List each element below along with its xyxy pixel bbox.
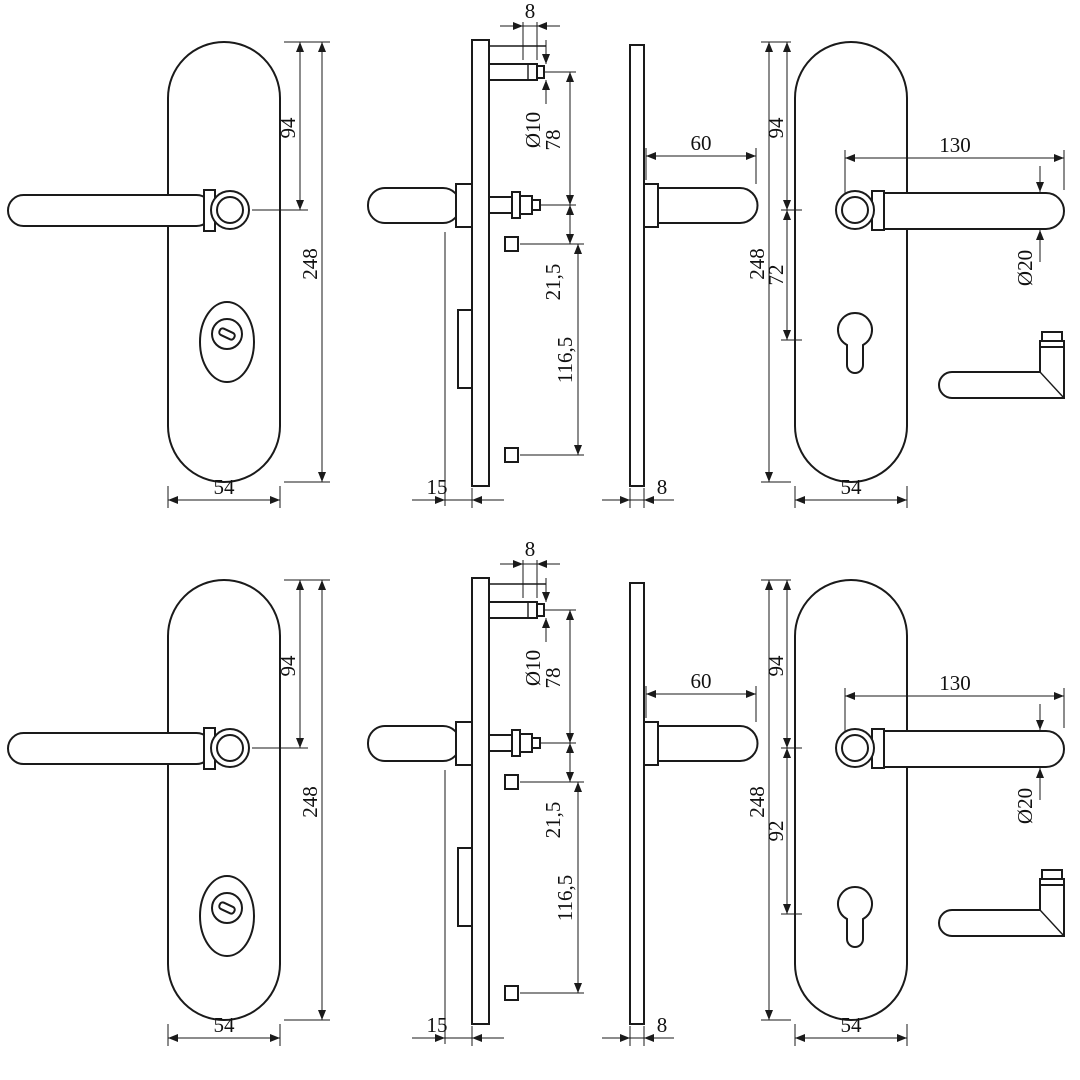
dim-interior-height: 248	[745, 248, 769, 280]
dim-side-plate-depth: 15	[427, 1013, 448, 1037]
dim-interior-top-to-handle: 94	[764, 655, 788, 677]
dim-exterior-width: 54	[214, 1013, 236, 1037]
dim-exterior-top-to-handle: 94	[276, 117, 300, 139]
dim-side-screw-span: 116,5	[553, 337, 577, 383]
row-bottom-linework	[8, 560, 1064, 1046]
dim-side-screw-to-handle: 78	[541, 668, 565, 689]
dim-interior-handle-to-cylinder: 72	[764, 265, 788, 286]
row-top-fitting-set: 94 248 54 8 Ø10 78 21,5 116,5 15 60 8 24…	[8, 0, 1064, 508]
exterior-cylinder-guard-slot	[218, 327, 236, 341]
exterior-cylinder-guard-slot	[218, 901, 236, 915]
dim-edge-plate-thickness: 8	[657, 475, 668, 499]
dim-side-top-gap: 8	[525, 0, 536, 23]
dim-side-handle-to-screw: 21,5	[541, 802, 565, 839]
dim-interior-handle-length: 130	[939, 133, 971, 157]
row-bottom-fitting-set: 94 248 54 8 Ø10 78 21,5 116,5 15 60 8 24…	[8, 537, 1064, 1046]
dim-side-screw-diameter: Ø10	[521, 112, 545, 148]
dim-interior-width: 54	[841, 475, 863, 499]
row-top-cylinder-features	[199, 210, 873, 383]
interior-euro-keyhole	[837, 312, 873, 374]
dim-exterior-width: 54	[214, 475, 236, 499]
dim-interior-width: 54	[841, 1013, 863, 1037]
dim-side-handle-to-screw: 21,5	[541, 264, 565, 301]
dim-interior-handle-diameter: Ø20	[1013, 788, 1037, 824]
row-top-linework	[8, 22, 1064, 508]
row-bottom-cylinder-features	[199, 748, 873, 957]
dim-edge-plate-thickness: 8	[657, 1013, 668, 1037]
dim-edge-handle-length: 60	[691, 131, 712, 155]
dim-interior-top-to-handle: 94	[764, 117, 788, 139]
dim-side-top-gap: 8	[525, 537, 536, 561]
dim-exterior-top-to-handle: 94	[276, 655, 300, 677]
dim-interior-handle-length: 130	[939, 671, 971, 695]
dim-interior-handle-to-cylinder: 92	[764, 821, 788, 842]
dim-interior-height: 248	[745, 786, 769, 818]
dim-side-screw-to-handle: 78	[541, 130, 565, 151]
dim-exterior-height: 248	[298, 786, 322, 818]
dim-side-screw-diameter: Ø10	[521, 650, 545, 686]
dim-interior-handle-diameter: Ø20	[1013, 250, 1037, 286]
row-top-dimension-labels: 94 248 54 8 Ø10 78 21,5 116,5 15 60 8 24…	[214, 0, 1038, 499]
interior-euro-keyhole	[837, 886, 873, 948]
dim-exterior-height: 248	[298, 248, 322, 280]
dim-edge-handle-length: 60	[691, 669, 712, 693]
row-bottom-dimension-labels: 94 248 54 8 Ø10 78 21,5 116,5 15 60 8 24…	[214, 537, 1038, 1037]
dim-side-plate-depth: 15	[427, 475, 448, 499]
dim-side-screw-span: 116,5	[553, 875, 577, 921]
